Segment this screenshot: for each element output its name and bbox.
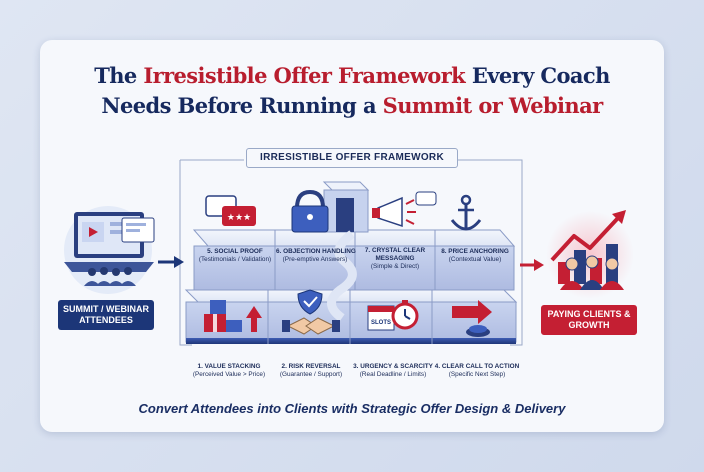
title-line-2: Needs Before Running a Summit or Webinar bbox=[0, 93, 704, 118]
output-label-clients: PAYING CLIENTS & GROWTH bbox=[541, 305, 637, 335]
action-button-icon bbox=[452, 300, 492, 337]
central-pillar-icon bbox=[322, 181, 370, 233]
step-subtitle: (Perceived Value > Price) bbox=[192, 371, 266, 378]
step-price-anchoring: 8. PRICE ANCHORING (Contextual Value) bbox=[436, 248, 514, 264]
title-segment-highlight: Summit or Webinar bbox=[382, 93, 603, 118]
step-subtitle: (Guarantee / Support) bbox=[279, 371, 343, 378]
step-name: 3. URGENCY & SCARCITY bbox=[353, 363, 433, 370]
handshake-icon bbox=[282, 317, 340, 335]
anchor-icon bbox=[450, 194, 482, 231]
title-segment-highlight: Irresistible Offer Framework bbox=[143, 63, 466, 88]
chat-stars-icon: ★★★ bbox=[205, 195, 256, 226]
slots-label: SLOTS bbox=[371, 320, 391, 326]
step-urgency-scarcity: 3. URGENCY & SCARCITY (Real Deadline / L… bbox=[352, 363, 434, 379]
stopwatch-icon bbox=[391, 300, 419, 330]
step-subtitle: (Simple & Direct) bbox=[370, 263, 420, 270]
step-subtitle: (Pre-emptive Answers) bbox=[282, 256, 348, 263]
step-value-stacking: 1. VALUE STACKING (Perceived Value > Pri… bbox=[186, 363, 272, 379]
audience-group-icon bbox=[84, 267, 136, 286]
step-name: 2. RISK REVERSAL bbox=[281, 363, 341, 370]
title-segment: Needs Before Running a bbox=[101, 93, 383, 118]
title-segment: Every Coach bbox=[465, 63, 611, 88]
input-label-attendees: SUMMIT / WEBINAR ATTENDEES bbox=[58, 300, 154, 330]
step-subtitle: (Real Deadline / Limits) bbox=[359, 371, 427, 378]
gift-boxes-icon bbox=[204, 300, 262, 332]
padlock-icon bbox=[291, 189, 329, 233]
webinar-laptop-icon bbox=[64, 206, 155, 294]
step-name: 7. CRYSTAL CLEAR MESSAGING bbox=[364, 247, 426, 262]
arrow-out-head-icon bbox=[534, 259, 544, 271]
arrow-in-head-icon bbox=[174, 256, 184, 268]
step-name: 8. PRICE ANCHORING bbox=[441, 248, 509, 255]
winding-path-icon bbox=[327, 230, 357, 322]
tagline: Convert Attendees into Clients with Stra… bbox=[138, 401, 566, 416]
framework-outline bbox=[179, 159, 523, 346]
megaphone-icon bbox=[372, 191, 437, 228]
step-subtitle: (Contextual Value) bbox=[448, 256, 502, 263]
shield-check-icon bbox=[297, 289, 323, 315]
step-crystal-clear-messaging: 7. CRYSTAL CLEAR MESSAGING (Simple & Dir… bbox=[356, 247, 434, 271]
step-social-proof: 5. SOCIAL PROOF (Testimonials / Validati… bbox=[196, 248, 274, 264]
title-line-1: The Irresistible Offer Framework Every C… bbox=[0, 63, 704, 88]
step-name: 5. SOCIAL PROOF bbox=[207, 248, 263, 255]
svg-text:★★★: ★★★ bbox=[227, 213, 251, 223]
step-clear-call-to-action: 4. CLEAR CALL TO ACTION (Specific Next S… bbox=[432, 363, 522, 379]
step-subtitle: (Specific Next Step) bbox=[448, 371, 506, 378]
step-name: 1. VALUE STACKING bbox=[197, 363, 261, 370]
step-name: 6. OBJECTION HANDLING bbox=[276, 248, 356, 255]
title-segment: The bbox=[94, 63, 144, 88]
step-objection-handling: 6. OBJECTION HANDLING (Pre-emptive Answe… bbox=[276, 248, 356, 264]
step-name: 4. CLEAR CALL TO ACTION bbox=[434, 363, 520, 370]
framework-label: IRRESISTIBLE OFFER FRAMEWORK bbox=[246, 148, 458, 168]
clients-group-icon bbox=[560, 255, 624, 290]
calendar-icon: SLOTS bbox=[367, 305, 395, 331]
step-subtitle: (Testimonials / Validation) bbox=[198, 256, 272, 263]
step-risk-reversal: 2. RISK REVERSAL (Guarantee / Support) bbox=[270, 363, 352, 379]
